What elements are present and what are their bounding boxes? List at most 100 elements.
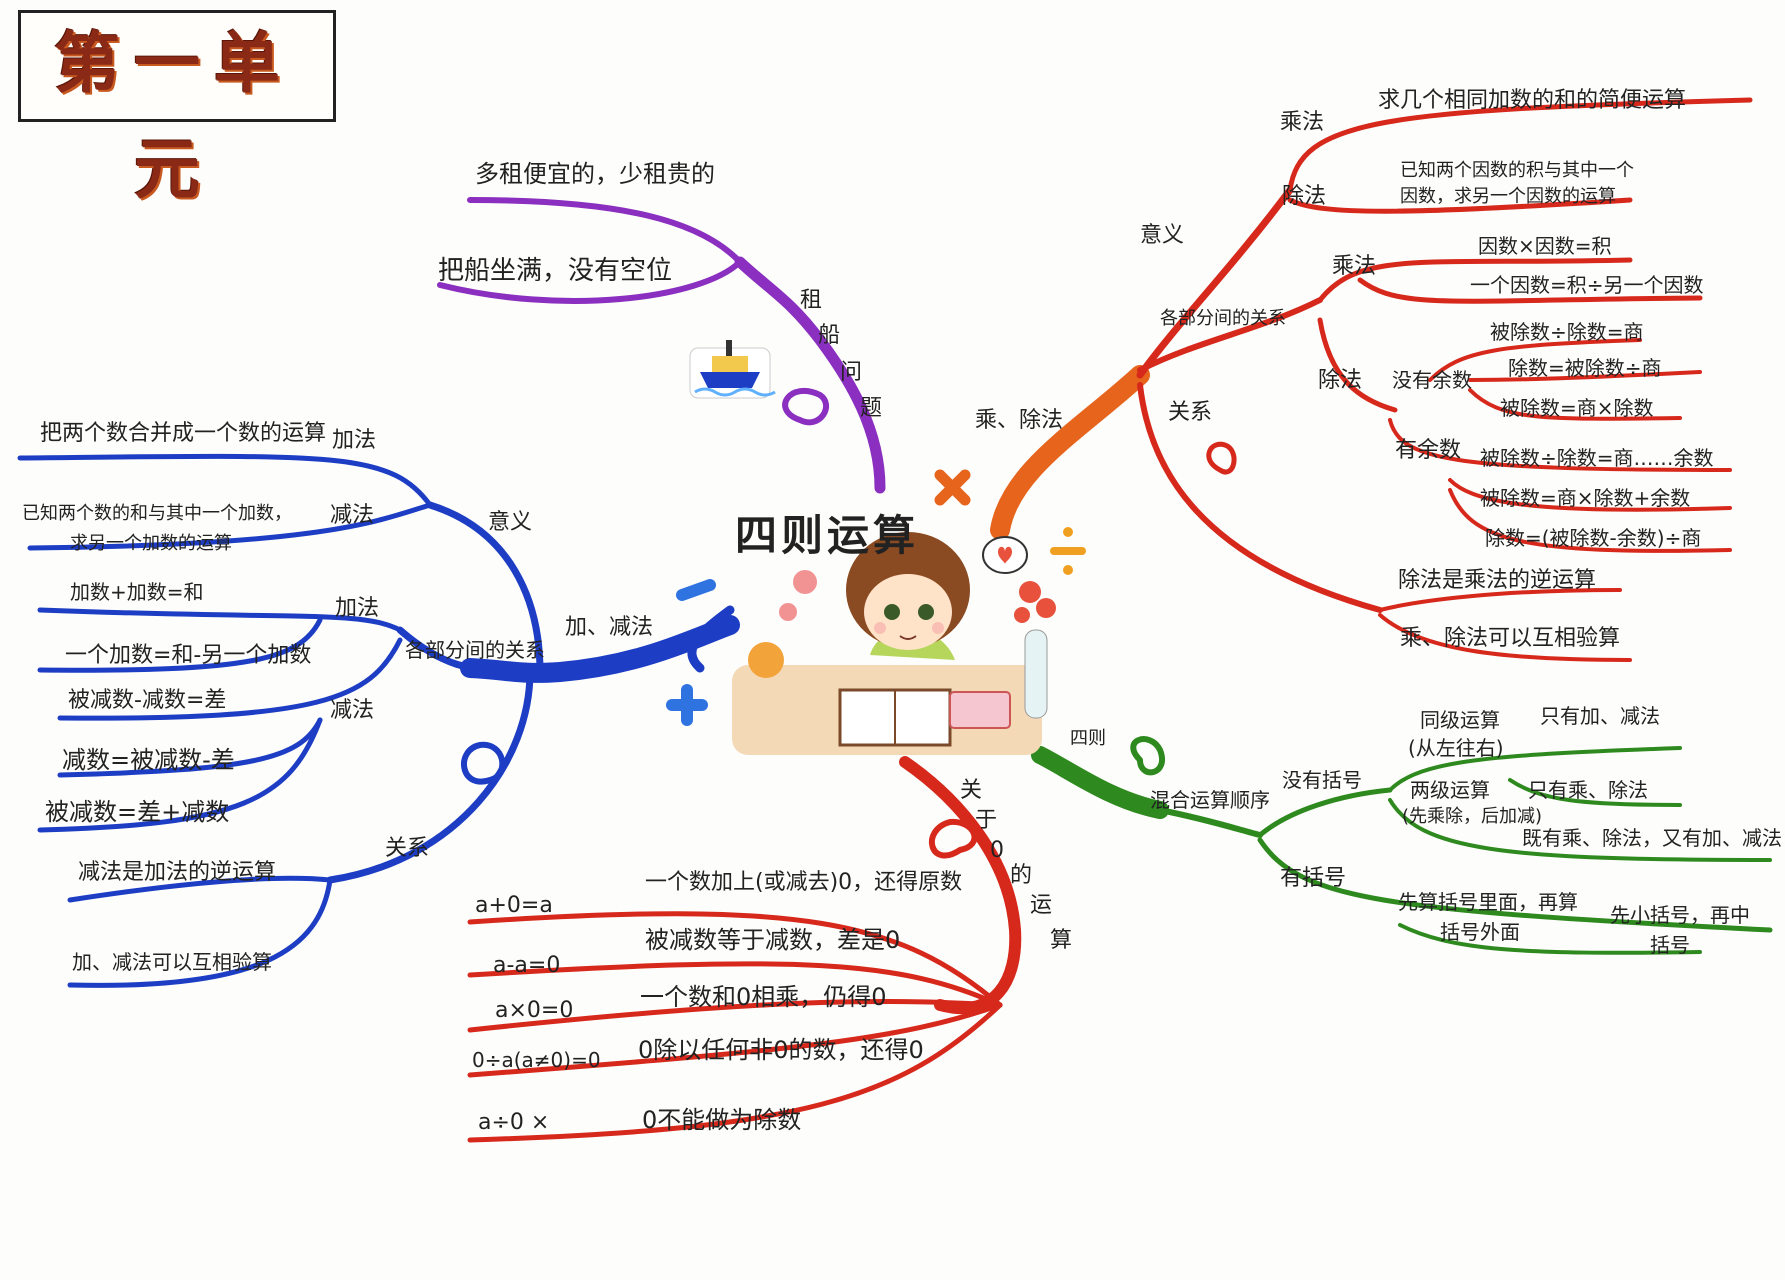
parts-sub-label: 减法 <box>330 698 375 723</box>
parts-sub-item-3: 被减数=差+减数 <box>45 798 230 826</box>
parts-sub-item-1: 被减数-减数=差 <box>68 688 227 713</box>
purple-edge-2 <box>437 259 743 304</box>
zero-rule-3: 一个数和0相乘，仍得0 <box>640 983 887 1011</box>
blue-to-parts <box>396 626 524 676</box>
red-no-rem-3 <box>1468 388 1682 421</box>
blue-meaning-sub <box>27 502 433 551</box>
mul-div-relation-label: 关系 <box>1168 400 1213 425</box>
meaning-sub-label: 减法 <box>330 503 375 528</box>
two-level-1: 两级运算 <box>1410 778 1490 802</box>
bottom-row-5 <box>467 1002 1003 1143</box>
parts-add-item-1: 加数+加数=和 <box>70 580 204 604</box>
meaning-sub-text-2: 求另一个加数的运算 <box>70 533 232 554</box>
red-parts-div <box>1317 317 1398 413</box>
green-to-paren <box>1257 837 1773 933</box>
green-no-paren-two <box>1388 798 1772 862</box>
blue-parts-sub <box>57 637 403 721</box>
no-remainder-label: 没有余数 <box>1392 368 1472 392</box>
purple-edge-1 <box>467 197 743 265</box>
remainder-item-1: 被除数÷除数=商……余数 <box>1480 446 1714 470</box>
parts-add-item-2: 一个加数=和-另一个加数 <box>65 643 312 668</box>
red-rem-2 <box>1448 478 1732 512</box>
parts-mul-label: 乘法 <box>1332 254 1377 279</box>
paren-rule-2: 括号外面 <box>1440 920 1520 944</box>
add-sub-label: 加、减法 <box>565 615 654 640</box>
blue-parts-add <box>37 607 403 633</box>
red-no-rem-1 <box>1428 338 1642 382</box>
blue-trunk-tip <box>687 605 735 673</box>
zero-label-char-4: 的 <box>1010 863 1033 888</box>
ship-illustration <box>689 340 776 399</box>
zero-formula-1: a+0=a <box>475 893 553 918</box>
purple-trunk <box>734 256 886 494</box>
red-to-relation <box>1137 382 1383 613</box>
meaning-div-text-1: 已知两个因数的积与其中一个 <box>1400 160 1634 181</box>
green-no-paren-same-2 <box>1508 778 1682 807</box>
red-rel-2 <box>1378 613 1632 662</box>
meaning-mul-label: 乘法 <box>1280 110 1325 135</box>
blue-to-relation <box>326 668 534 884</box>
red-rem-1 <box>1388 418 1732 472</box>
mul-div-relation-item-2: 乘、除法可以互相验算 <box>1400 626 1621 651</box>
no-remainder-item-2: 除数=被除数÷商 <box>1508 356 1662 380</box>
add-sub-meaning-label: 意义 <box>488 510 533 535</box>
mixed-label-1: 四则 <box>1070 728 1106 749</box>
blue-rel-2 <box>67 877 333 988</box>
boat-label-char-4: 题 <box>860 396 883 421</box>
bottom-row-1 <box>467 911 1003 1008</box>
boat-label-char-1: 租 <box>800 288 823 313</box>
zero-rule-4: 0除以任何非0的数，还得0 <box>638 1036 924 1064</box>
boat-label-char-2: 船 <box>818 323 841 348</box>
mul-div-label: 乘、除法 <box>975 408 1064 433</box>
paren-rule-1: 先算括号里面，再算 <box>1398 890 1578 914</box>
zero-label-char-1: 关 <box>960 778 983 803</box>
red-meaning-div <box>1287 197 1633 214</box>
parts-mul-item-1: 因数×因数=积 <box>1478 234 1612 258</box>
remainder-label: 有余数 <box>1395 438 1462 463</box>
zero-rule-1: 一个数加上(或减去)0，还得原数 <box>645 870 963 895</box>
parts-add-label: 加法 <box>335 596 380 621</box>
zero-label-char-3: 0 <box>990 838 1004 863</box>
red-parts-mul-1 <box>1317 257 1633 303</box>
same-level-2: (从左往右) <box>1408 736 1504 760</box>
title-box <box>18 10 336 122</box>
boat-item-2: 把船坐满，没有空位 <box>438 256 673 286</box>
bottom-row-2 <box>467 961 1003 1008</box>
zero-label-char-2: 于 <box>975 808 998 833</box>
blue-rel-1 <box>67 875 333 903</box>
red-to-parts <box>1137 297 1323 373</box>
same-level-1: 同级运算 <box>1420 708 1500 732</box>
green-main <box>1157 807 1263 838</box>
remainder-item-2: 被除数=商×除数+余数 <box>1480 486 1691 510</box>
zero-label-char-6: 算 <box>1050 928 1073 953</box>
bottom-row-4 <box>467 1002 1003 1078</box>
no-parentheses-label: 没有括号 <box>1282 768 1362 792</box>
times-symbol <box>934 469 971 506</box>
green-trunk <box>1031 746 1169 819</box>
mul-div-meaning-label: 意义 <box>1140 223 1185 248</box>
zero-formula-2: a-a=0 <box>493 953 561 978</box>
plus-symbol-bottom <box>666 684 708 726</box>
red-meaning-mul <box>1287 97 1753 193</box>
relation-item-2: 加、减法可以互相验算 <box>72 950 272 974</box>
add-sub-relation-label: 关系 <box>385 836 430 861</box>
red-rel-1 <box>1378 588 1622 612</box>
bottom-loop <box>929 818 978 859</box>
zero-formula-5: a÷0 × <box>478 1110 550 1135</box>
zero-label-char-5: 运 <box>1030 893 1053 918</box>
zero-formula-3: a×0=0 <box>495 998 574 1023</box>
only-add-sub: 只有加、减法 <box>1540 704 1660 728</box>
blue-meaning-add <box>17 453 433 508</box>
parts-sub-item-2: 减数=被减数-差 <box>62 746 235 774</box>
both-operations: 既有乘、除法，又有加、减法 <box>1522 826 1782 850</box>
meaning-sub-text-1: 已知两个数的和与其中一个加数， <box>22 503 292 524</box>
blue-parts-add-2 <box>37 617 323 673</box>
bottom-row-3 <box>467 998 1003 1033</box>
green-paren-2 <box>1398 923 1702 955</box>
meaning-mul-text: 求几个相同加数的和的简便运算 <box>1378 88 1687 113</box>
blue-parts-sub-2 <box>57 717 323 778</box>
two-level-2: (先乘除，后加减) <box>1402 806 1543 827</box>
red-loop <box>1206 441 1237 475</box>
parts-mul-item-2: 一个因数=积÷另一个因数 <box>1470 273 1704 297</box>
